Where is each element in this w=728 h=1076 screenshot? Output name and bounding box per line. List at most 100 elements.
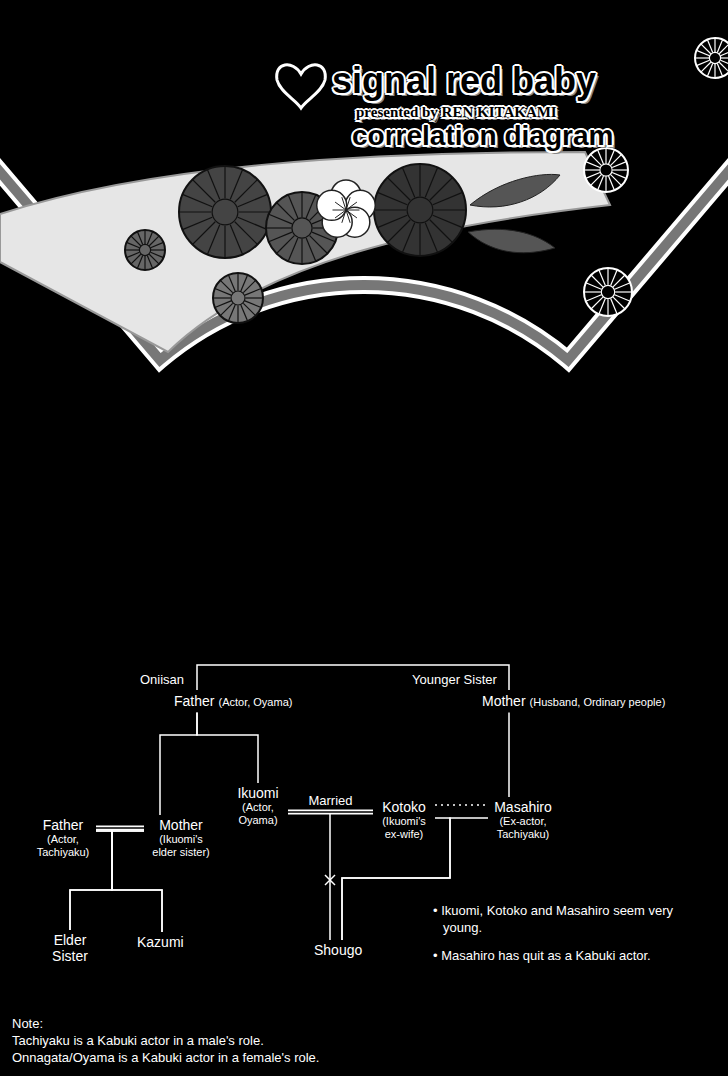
flower-center (600, 164, 612, 176)
petal-stroke (425, 223, 437, 253)
person-node: Mother(Ikuomi's elder sister) (144, 815, 218, 861)
double-line-gap (288, 811, 373, 813)
flower-center (231, 291, 245, 305)
person-node: Shougo (312, 940, 364, 960)
petal-stroke (433, 192, 463, 204)
stamen (342, 197, 346, 210)
petal-stroke (714, 38, 715, 52)
flower-disc (374, 164, 466, 256)
petal-stroke (224, 226, 225, 258)
petal-stroke (144, 256, 145, 270)
petal-stroke (613, 169, 628, 170)
relation-line (435, 804, 488, 806)
leaf (470, 174, 560, 207)
petal-stroke (719, 44, 728, 54)
family-line (288, 813, 330, 940)
flower-center (292, 218, 312, 238)
family-line (197, 665, 509, 690)
flower-group (125, 38, 728, 323)
stamen (333, 210, 347, 211)
person-name: Masahiro (490, 799, 556, 815)
petal-stroke (310, 236, 328, 254)
petal-stroke (127, 252, 140, 257)
petal-stroke (584, 291, 601, 292)
person-name: Ikuomi (230, 785, 286, 801)
family-line (197, 712, 258, 783)
flower (317, 180, 376, 237)
family-line (70, 831, 112, 930)
fan-outline (0, 0, 728, 360)
petal-stroke (137, 232, 142, 245)
petal-stroke (151, 242, 164, 247)
petal-stroke (615, 283, 631, 289)
petal-stroke (430, 177, 453, 200)
person-node: Father(Actor, Oyama) (172, 690, 294, 712)
note-line: Tachiyaku is a Kabuki actor in a male's … (12, 1033, 264, 1050)
petal-stroke (611, 299, 617, 315)
petal-stroke (434, 209, 466, 210)
person-name: Father (174, 693, 214, 709)
petal-stroke (179, 211, 211, 212)
flower-disc (179, 166, 271, 258)
flower-disc (584, 268, 632, 316)
petal-stroke (207, 225, 219, 255)
person-role: (Actor, Oyama) (230, 801, 286, 827)
petal-stroke (147, 256, 152, 269)
petal-stroke (387, 220, 410, 243)
note-line: Onnagata/Oyama is a Kabuki actor in a fe… (12, 1050, 319, 1067)
petal-stroke (697, 60, 710, 65)
flower-disc (213, 273, 263, 323)
edge-label: Married (306, 793, 354, 808)
title: signal red baby (332, 60, 596, 102)
petal-stroke (144, 230, 145, 244)
petal-stroke (609, 176, 615, 190)
person-name: Kazumi (137, 934, 184, 950)
petal-stroke (237, 273, 238, 291)
petal-stroke (378, 215, 408, 227)
petal-stroke (230, 225, 242, 255)
heart-icon (277, 65, 326, 108)
petal-stroke (433, 215, 463, 227)
flower (584, 268, 632, 316)
petal-stroke (402, 223, 414, 253)
petal-stroke (192, 179, 215, 202)
relation-label: Oniisan (140, 672, 184, 689)
petal-stroke (288, 195, 298, 218)
person-role: (Ikuomi's ex-wife) (375, 815, 433, 841)
petal-stroke (301, 239, 302, 264)
petal-stroke (246, 297, 264, 298)
bullet-note: • Ikuomi, Kotoko and Masahiro seem very … (433, 903, 715, 937)
flower-center (601, 285, 614, 298)
flower-disc (125, 230, 165, 270)
person-role: (Husband, Ordinary people) (530, 696, 666, 708)
double-line-gap (96, 827, 144, 829)
petal-stroke (306, 238, 316, 261)
petal-stroke (235, 222, 258, 245)
petal-stroke (241, 305, 248, 321)
petal-stroke (151, 249, 165, 250)
family-line (508, 712, 510, 797)
note-heading: Note: (12, 1016, 43, 1033)
petal-stroke (615, 291, 632, 292)
person-node: Ikuomi(Actor, Oyama) (228, 783, 288, 829)
petal-stroke (277, 203, 295, 221)
stamen (346, 210, 360, 211)
byline: presented by REN KITAKAMI (356, 103, 557, 123)
flower (125, 230, 165, 270)
petal-stroke (419, 224, 420, 256)
stamen (346, 202, 357, 210)
petal-stroke (301, 192, 302, 217)
person-node: Mother(Husband, Ordinary people) (480, 690, 667, 712)
petal-stroke (721, 50, 728, 55)
petal-stroke (215, 301, 231, 308)
family-line (70, 831, 144, 930)
petal-stroke (245, 288, 261, 295)
petal-stroke (228, 275, 235, 291)
petal-stroke (238, 217, 268, 229)
petal-stroke (224, 166, 225, 198)
petal-stroke (378, 192, 408, 204)
petal-stroke (288, 238, 298, 261)
flower (695, 38, 728, 78)
petal-stroke (230, 170, 242, 200)
